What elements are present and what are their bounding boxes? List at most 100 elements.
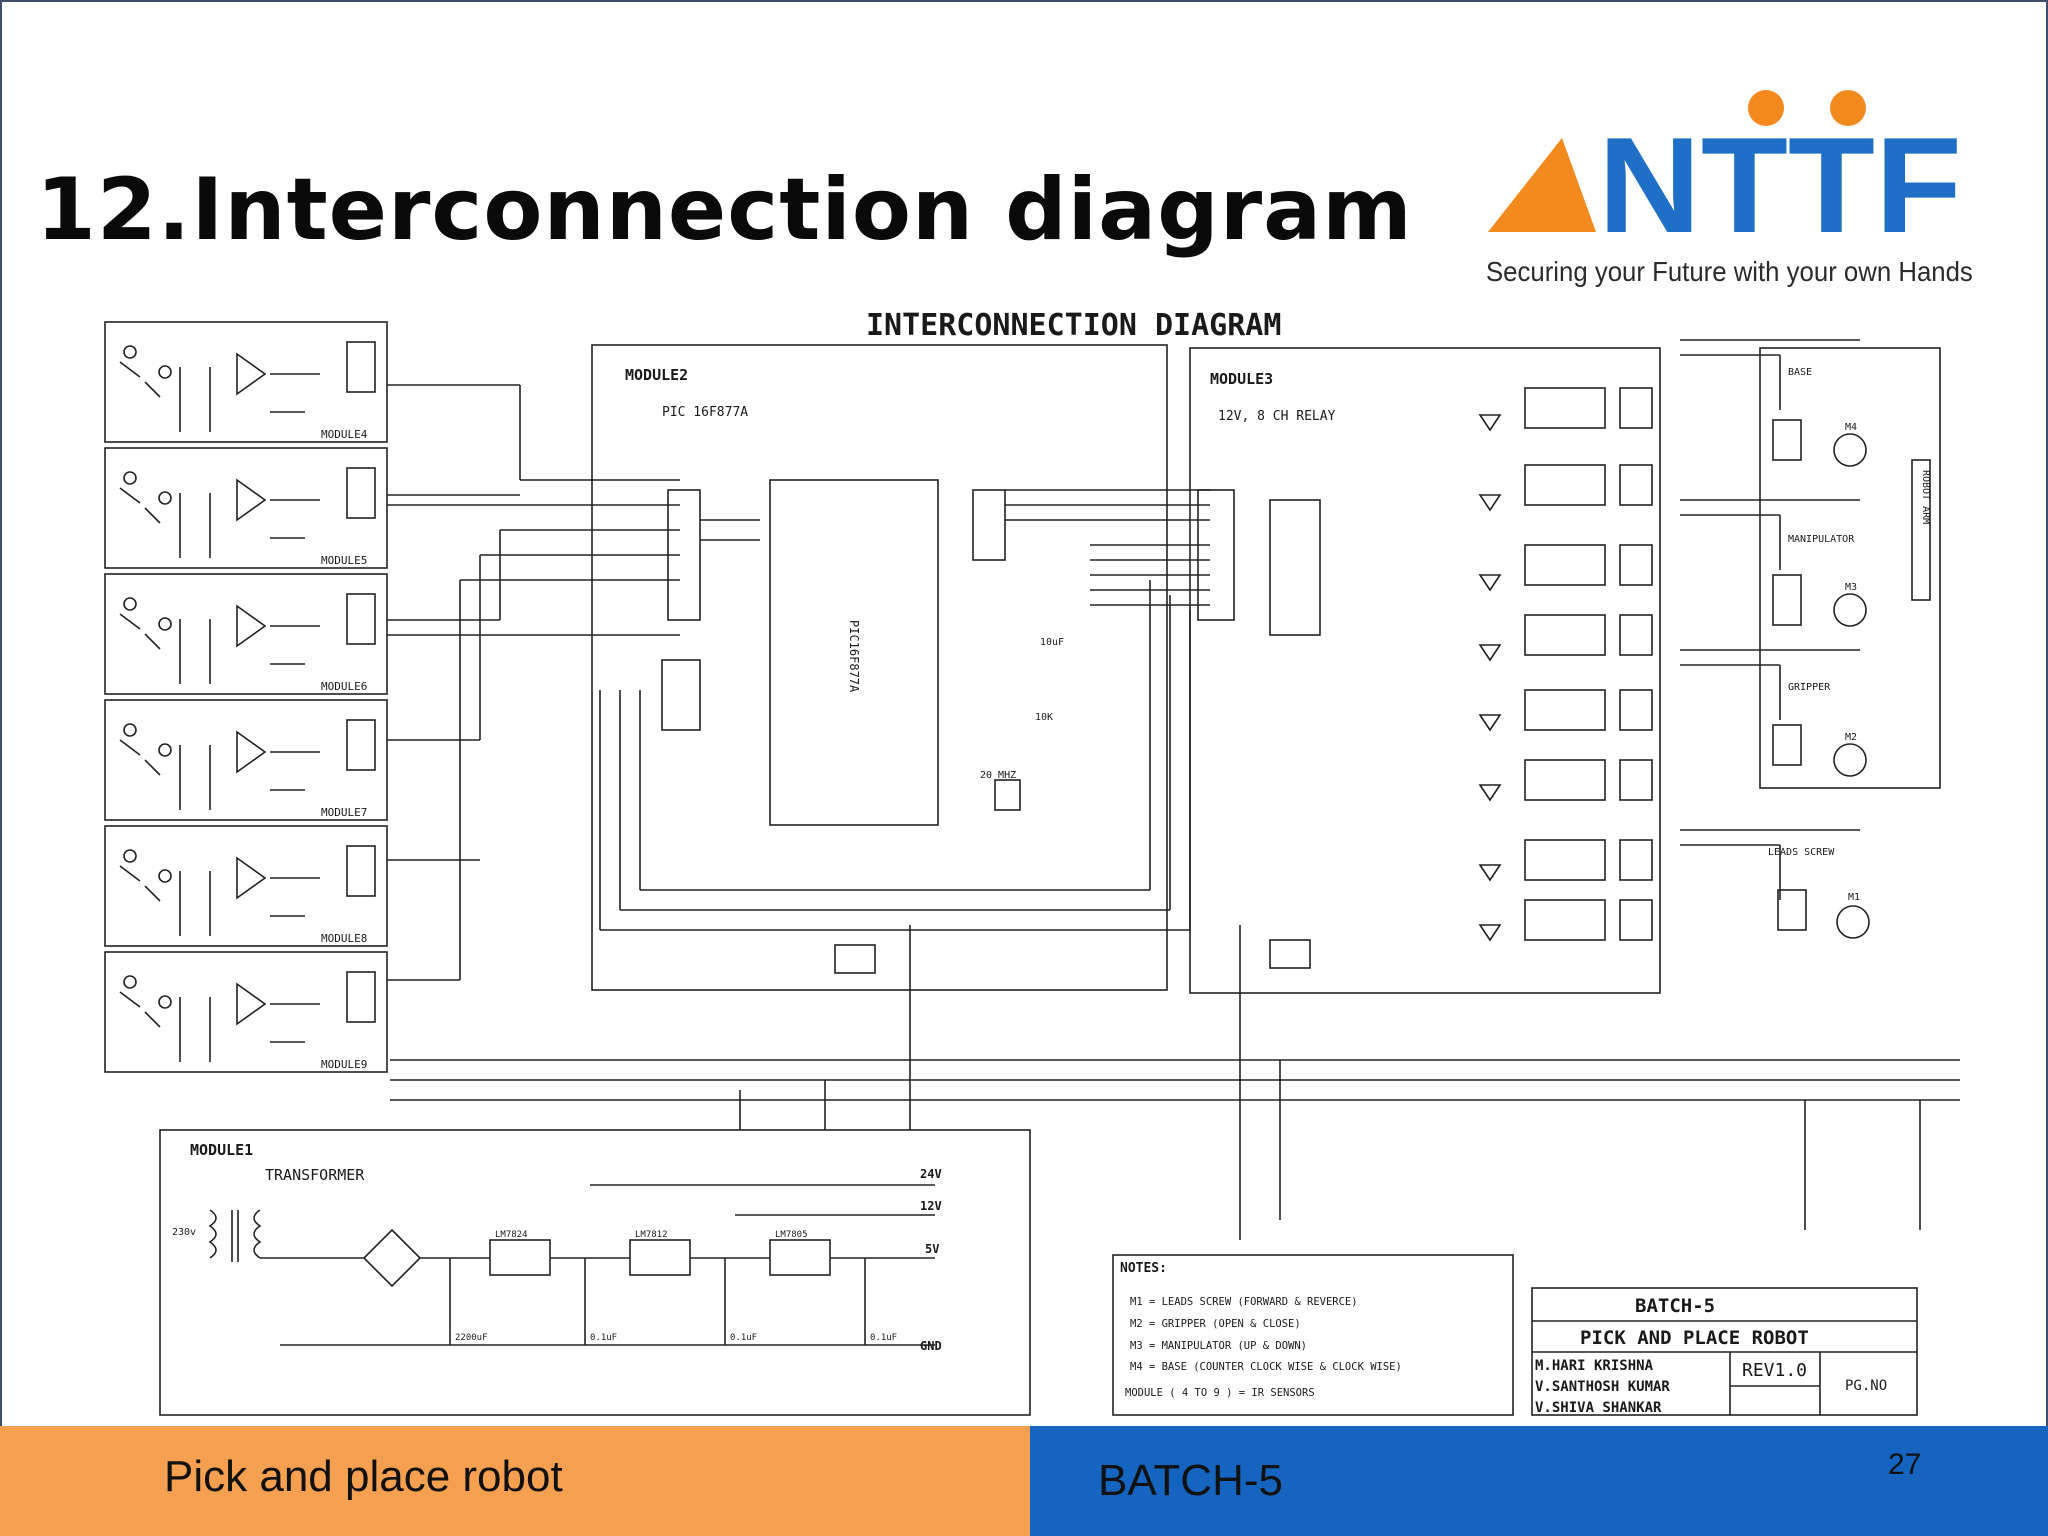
pic-connector-cn2: [972, 489, 1006, 561]
rail-label-12v: 12V: [920, 1199, 942, 1213]
title-block-member: M.HARI KRISHNA: [1535, 1358, 1654, 1374]
res-label: 10K: [1035, 712, 1053, 723]
page-number: 27: [1888, 1448, 1922, 1481]
motor-symbol: [1836, 905, 1870, 939]
sensor-module: MODULE8: [104, 825, 388, 947]
relay-driver-ic: [1269, 499, 1321, 636]
relay-connector-cn9: [1269, 939, 1311, 969]
motors-panel: ROBOT ARM BASE M4 MANIPULATOR M3 GRIPPER…: [1759, 347, 1941, 939]
regulator-label: LM7805: [775, 1230, 808, 1240]
cap-label: 10uF: [1040, 637, 1064, 648]
sensor-modules: MODULE4 MODULE5 MODULE6 MODULE7: [104, 321, 388, 1073]
title-block-member: V.SHIVA SHANKAR: [1535, 1400, 1662, 1416]
cap-label: 0.1uF: [590, 1333, 617, 1343]
bridge-rectifier: [362, 1228, 422, 1288]
notes-line: M3 = MANIPULATOR (UP & DOWN): [1130, 1340, 1307, 1352]
title-block-member: V.SANTHOSH KUMAR: [1535, 1379, 1670, 1395]
logo-dot: [1748, 90, 1784, 126]
module3-subtitle: 12V, 8 CH RELAY: [1218, 409, 1336, 424]
sensor-module-label: MODULE9: [321, 1058, 367, 1071]
rail-label-5v: 5V: [925, 1242, 939, 1256]
pic-connector-cn5: [667, 489, 701, 621]
logo-dot: [1830, 90, 1866, 126]
motor-leads-screw: LEADS SCREW M1: [1768, 847, 1870, 939]
pic-chip-label: PIC16F877A: [847, 620, 861, 693]
sensor-module: MODULE5: [104, 447, 388, 569]
regulator-label: LM7812: [635, 1230, 668, 1240]
regulator: [489, 1239, 551, 1276]
cap-label: 2200uF: [455, 1333, 488, 1343]
motor-label: LEADS SCREW: [1768, 847, 1835, 858]
title-block-project: PICK AND PLACE ROBOT: [1580, 1327, 1809, 1349]
title-block-rev: REV1.0: [1742, 1360, 1807, 1381]
sensor-module-label: MODULE8: [321, 932, 367, 945]
module1-power: MODULE1 TRANSFORMER 230v LM7824 LM7812 L…: [159, 1129, 1031, 1416]
sensor-module: MODULE4: [104, 321, 388, 443]
motor-label: MANIPULATOR: [1788, 534, 1855, 545]
motor-label: GRIPPER: [1788, 682, 1831, 693]
crystal: [994, 779, 1021, 811]
pic-chip: [769, 479, 939, 826]
regulator: [629, 1239, 691, 1276]
notes-line: M2 = GRIPPER (OPEN & CLOSE): [1130, 1318, 1301, 1330]
sensor-module-label: MODULE5: [321, 554, 367, 567]
diagram-wires: [380, 339, 1960, 1240]
notes-box: NOTES: M1 = LEADS SCREW (FORWARD & REVER…: [1112, 1254, 1514, 1416]
motor-symbol: [1833, 743, 1867, 777]
sensor-module-label: MODULE7: [321, 806, 367, 819]
slide-title: 12.Interconnection diagram: [36, 160, 1413, 260]
cap-label: 0.1uF: [730, 1333, 757, 1343]
rail-label-24v: 24V: [920, 1167, 942, 1181]
diodes: [1478, 414, 1502, 942]
footer-batch: BATCH-5: [1098, 1456, 1283, 1505]
sensor-module: MODULE9: [104, 951, 388, 1073]
cap-label: 0.1uF: [870, 1333, 897, 1343]
title-block: BATCH-5 PICK AND PLACE ROBOT M.HARI KRIS…: [1531, 1287, 1918, 1416]
motor-gripper: GRIPPER M2: [1772, 682, 1867, 777]
relay-connector-cn10: [1197, 489, 1235, 621]
motor-id: M1: [1848, 892, 1860, 903]
module2-label: MODULE2: [625, 366, 688, 384]
module2-subtitle: PIC 16F877A: [662, 405, 748, 420]
diagram-title: INTERCONNECTION DIAGRAM: [866, 308, 1281, 343]
motor-id: M3: [1845, 582, 1857, 593]
robot-arm-label: ROBOT ARM: [1920, 470, 1931, 524]
logo-brand: NTTF: [1598, 109, 1962, 261]
sensor-module: MODULE7: [104, 699, 388, 821]
motor-id: M2: [1845, 732, 1857, 743]
motor-label: BASE: [1788, 367, 1812, 378]
regulator: [769, 1239, 831, 1276]
motor-id: M4: [1845, 422, 1857, 433]
module1-label: MODULE1: [190, 1141, 253, 1159]
pic-connector-cn6: [834, 944, 876, 974]
logo-triangle: [1488, 138, 1596, 232]
footer-project-name: Pick and place robot: [164, 1452, 563, 1501]
notes-heading: NOTES:: [1120, 1261, 1167, 1276]
footer-left-bar: [0, 1426, 1030, 1536]
crystal-label: 20 MHZ: [980, 770, 1016, 781]
footer-right-bar: [1030, 1426, 2048, 1536]
transformer-symbol: [208, 1209, 262, 1262]
pic-connector-cn3: [661, 659, 701, 731]
module3-label: MODULE3: [1210, 370, 1273, 388]
sensor-module-label: MODULE6: [321, 680, 367, 693]
regulator-label: LM7824: [495, 1230, 528, 1240]
motor-symbol: [1833, 593, 1867, 627]
sensor-module-label: MODULE4: [321, 428, 368, 441]
notes-line: M4 = BASE (COUNTER CLOCK WISE & CLOCK WI…: [1130, 1361, 1402, 1373]
robot-arm-box: [1911, 459, 1931, 601]
sensor-module: MODULE6: [104, 573, 388, 695]
interconnection-diagram: INTERCONNECTION DIAGRAM MODULE4 MODULE5 …: [104, 308, 1960, 1416]
title-block-page: PG.NO: [1845, 1378, 1887, 1394]
motor-manipulator: MANIPULATOR M3: [1772, 534, 1867, 627]
logo-tagline: Securing your Future with your own Hands: [1486, 256, 1973, 287]
motor-base: BASE M4: [1772, 367, 1867, 467]
transformer-label: TRANSFORMER: [265, 1166, 365, 1184]
relays: [1524, 387, 1653, 941]
nttf-logo: NTTF: [1488, 90, 1962, 261]
notes-line: MODULE ( 4 TO 9 ) = IR SENSORS: [1125, 1387, 1315, 1399]
rail-label-gnd: GND: [920, 1339, 942, 1353]
mains-input-label: 230v: [172, 1227, 196, 1238]
module3-relay: MODULE3 12V, 8 CH RELAY: [1189, 347, 1661, 994]
motor-symbol: [1833, 433, 1867, 467]
